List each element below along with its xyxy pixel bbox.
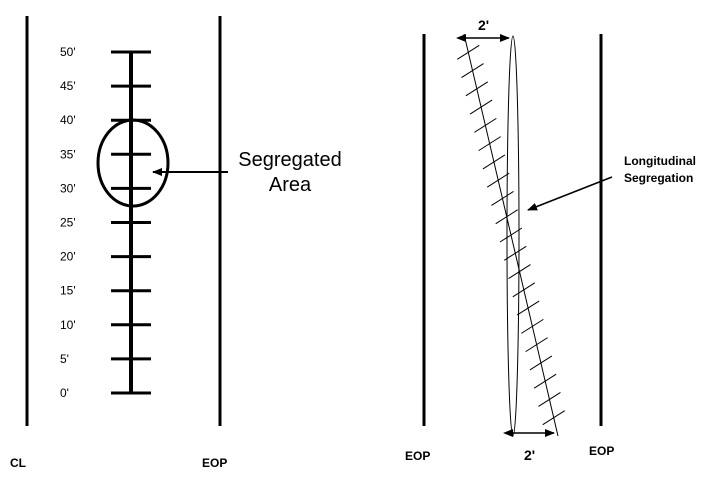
station-ticks — [111, 50, 151, 395]
longitudinal-callout-line2: Segregation — [624, 171, 693, 185]
hash-mark — [516, 300, 540, 316]
segregated-area-ellipse — [96, 118, 170, 208]
hash-mark — [533, 373, 557, 389]
left-eop-label: EOP — [202, 456, 227, 470]
hash-mark — [504, 245, 527, 261]
right-right-eop-label: EOP — [589, 444, 614, 458]
station-label: 25' — [60, 216, 76, 230]
station-label: 45' — [60, 79, 76, 93]
left-panel: 0' 5' 10' 15' 20' 25' 30' 35' 40' 45' 50' Segregat… — [10, 16, 342, 470]
hash-mark — [469, 99, 493, 115]
hash-mark — [491, 191, 514, 206]
segregated-callout-line1: Segregated — [238, 149, 341, 171]
station-label: 20' — [60, 250, 76, 264]
station-label: 5' — [60, 352, 69, 366]
hash-mark — [538, 392, 561, 407]
hash-mark — [499, 227, 523, 243]
station-label: 15' — [60, 284, 76, 298]
hash-mark — [521, 318, 544, 334]
bottom-dimension-label: 2' — [524, 447, 535, 463]
station-labels: 0' 5' 10' 15' 20' 25' 30' 35' 40' 45' 50' — [60, 45, 76, 400]
hash-mark — [542, 410, 565, 426]
station-label: 0' — [60, 386, 69, 400]
hash-mark — [465, 81, 489, 97]
right-left-eop-label: EOP — [405, 449, 430, 463]
hash-mark — [478, 136, 501, 152]
cl-label: CL — [10, 456, 26, 470]
station-label: 35' — [60, 147, 76, 161]
station-label: 30' — [60, 181, 76, 195]
segregated-callout-line2: Area — [269, 174, 312, 196]
hash-mark — [495, 209, 518, 225]
station-label: 50' — [60, 45, 76, 59]
hash-mark — [512, 282, 536, 298]
hash-mark — [525, 337, 548, 353]
diagonal-hash-marks — [457, 44, 565, 426]
hash-mark — [486, 172, 510, 188]
longitudinal-callout-line1: Longitudinal — [624, 154, 696, 168]
hash-mark — [508, 264, 531, 279]
hash-mark — [457, 44, 480, 60]
hash-mark — [474, 117, 497, 133]
hash-mark — [529, 355, 553, 371]
hash-mark — [461, 63, 484, 78]
station-label: 40' — [60, 113, 76, 127]
top-dimension-label: 2' — [478, 17, 489, 33]
hash-mark — [482, 154, 506, 170]
station-label: 10' — [60, 318, 76, 332]
longitudinal-segregation-arrow — [527, 176, 613, 211]
right-panel: 2' 2' Longitudinal Segregation EOP EOP — [405, 17, 696, 463]
